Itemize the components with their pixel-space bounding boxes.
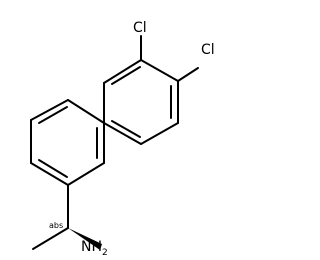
- bond-ring-b-3-inner: [38, 159, 68, 178]
- atom-label-cl-upper: Cl: [133, 20, 147, 36]
- atom-label-amine: NH2: [81, 239, 108, 258]
- stereo-flag-abs: abs: [49, 221, 63, 230]
- bond-ring-b-1-inner: [38, 106, 68, 124]
- atom-label-cl-lower: Cl: [201, 42, 215, 58]
- bond-ring-a-5-inner: [111, 120, 141, 138]
- bond-ring-b-1: [30, 99, 69, 121]
- wedge-bond-to-amine: [68, 228, 102, 250]
- amine-symbol: NH: [81, 239, 102, 255]
- bond-ring-a-1: [103, 59, 142, 84]
- bond-ring-b-3: [30, 162, 69, 186]
- bond-ring-b-4: [67, 162, 105, 186]
- bond-ring-a-1-inner: [111, 66, 141, 85]
- bond-ring-a-5: [103, 122, 142, 145]
- bond-chiral-carbon-to-methyl: [32, 227, 69, 250]
- bond-biaryl: [67, 99, 105, 124]
- chemical-structure: Cl Cl abs NH2: [30, 20, 215, 258]
- bonds: [30, 35, 199, 250]
- bond-ring-a-4: [140, 122, 179, 145]
- bond-c-cl-lower: [177, 67, 199, 82]
- amine-subscript: 2: [102, 248, 108, 258]
- atom-labels: Cl Cl abs NH2: [49, 20, 215, 258]
- bond-ring-a-2: [140, 59, 179, 82]
